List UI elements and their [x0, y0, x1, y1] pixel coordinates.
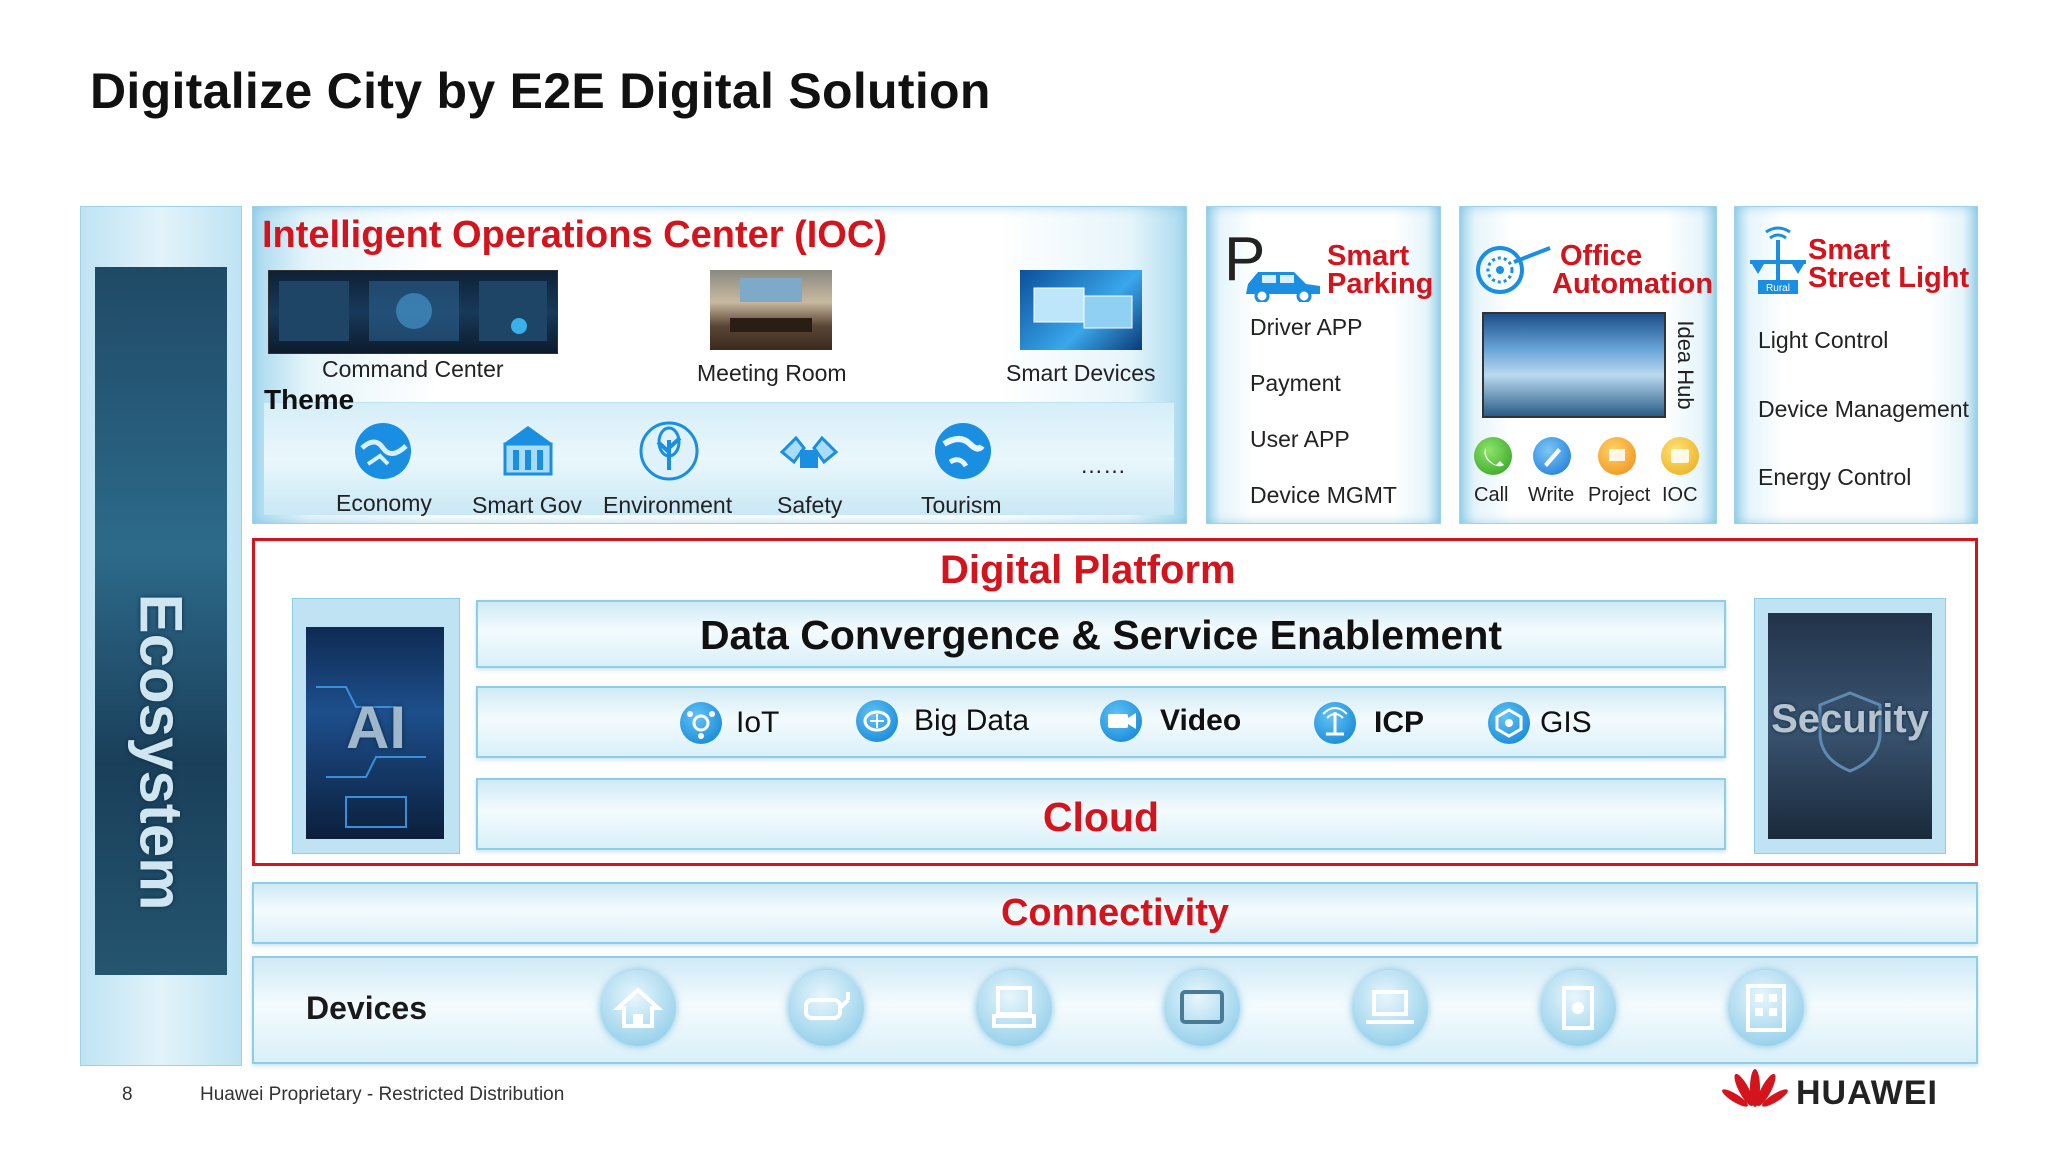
devices-bar — [252, 956, 1978, 1064]
smart-parking-panel — [1206, 206, 1441, 524]
ai-label: AI — [346, 694, 406, 761]
parking-car-icon: P — [1222, 225, 1326, 304]
security-block: Security — [1754, 598, 1946, 854]
theme-safety: Safety — [777, 492, 843, 518]
security-label: Security — [1771, 697, 1929, 741]
theme-smart-gov: Smart Gov — [472, 492, 582, 518]
economy-icon — [350, 418, 416, 484]
street-light-item-light-control: Light Control — [1758, 327, 1889, 353]
ioc-title: Intelligent Operations Center (IOC) — [262, 214, 887, 256]
app-label-call: Call — [1474, 484, 1509, 506]
smart-devices-image — [1020, 270, 1142, 350]
iot-icon — [680, 702, 722, 744]
office-automation-title-2: Automation — [1552, 268, 1714, 300]
app-label-ioc: IOC — [1662, 484, 1698, 506]
meeting-room-image — [710, 270, 832, 350]
ecosystem-label: Ecosystem — [127, 593, 195, 911]
sensor-device-icon — [1540, 970, 1616, 1046]
home-device-icon — [600, 970, 676, 1046]
parking-item-device-mgmt: Device MGMT — [1250, 482, 1397, 508]
connectivity-bar — [252, 882, 1978, 944]
parking-item-driver-app: Driver APP — [1250, 314, 1363, 340]
safety-icon — [776, 418, 842, 484]
data-convergence-label: Data Convergence & Service Enablement — [699, 612, 1503, 658]
camera-device-icon — [788, 970, 864, 1046]
theme-strip — [264, 402, 1174, 515]
big-data-icon — [856, 700, 898, 742]
office-automation-icon — [1474, 240, 1554, 296]
connectivity-label: Connectivity — [1000, 892, 1230, 934]
ai-image — [306, 627, 444, 839]
page-title: Digitalize City by E2E Digital Solution — [90, 63, 991, 119]
street-light-icon — [1744, 222, 1812, 298]
scene-label-command-center: Command Center — [322, 356, 504, 382]
smart-gov-icon — [495, 418, 561, 484]
write-app-icon — [1533, 437, 1571, 475]
tourism-icon — [930, 418, 996, 484]
ecosystem-column: Ecosystem — [80, 206, 242, 1066]
icp-icon — [1314, 702, 1356, 744]
ai-block: AI — [292, 598, 460, 854]
devices-label: Devices — [306, 990, 427, 1026]
footer-notice: Huawei Proprietary - Restricted Distribu… — [200, 1084, 565, 1105]
laptop-device-icon — [1352, 970, 1428, 1046]
idea-hub-label: Idea Hub — [1673, 320, 1698, 410]
rural-badge: Rural — [1766, 283, 1790, 294]
app-label-write: Write — [1528, 484, 1575, 506]
digital-platform-title: Digital Platform — [940, 548, 1236, 592]
ecosystem-image — [95, 267, 227, 975]
street-light-title-2: Street Light — [1808, 262, 1970, 294]
cloud-label: Cloud — [1042, 794, 1160, 840]
payment-terminal-icon — [976, 970, 1052, 1046]
theme-economy: Economy — [336, 490, 432, 516]
huawei-logo-icon — [1722, 1066, 1788, 1116]
service-icp: ICP — [1374, 706, 1425, 739]
video-icon — [1100, 700, 1142, 742]
street-light-item-device-management: Device Management — [1758, 396, 1969, 422]
data-convergence-bar — [476, 600, 1726, 668]
street-light-item-energy-control: Energy Control — [1758, 464, 1912, 490]
cloud-bar — [476, 778, 1726, 850]
ioc-app-icon — [1661, 437, 1699, 475]
parking-item-payment: Payment — [1250, 370, 1341, 396]
call-app-icon — [1474, 437, 1512, 475]
theme-more: …… — [1080, 452, 1126, 478]
service-gis: GIS — [1540, 706, 1592, 739]
project-app-icon — [1598, 437, 1636, 475]
command-center-image — [268, 270, 558, 354]
theme-environment: Environment — [603, 492, 733, 518]
smart-parking-title-2: Parking — [1327, 268, 1434, 300]
parking-item-user-app: User APP — [1250, 426, 1350, 452]
service-video: Video — [1160, 704, 1242, 737]
page-number: 8 — [122, 1084, 133, 1105]
smart-street-light-panel — [1734, 206, 1978, 524]
app-label-project: Project — [1588, 484, 1651, 506]
huawei-wordmark: HUAWEI — [1796, 1074, 1938, 1112]
service-big-data: Big Data — [914, 704, 1030, 737]
tablet-device-icon — [1164, 970, 1240, 1046]
gis-icon — [1488, 702, 1530, 744]
smart-parking-title-1: Smart — [1327, 240, 1410, 272]
idea-hub-screen — [1482, 312, 1666, 418]
theme-label: Theme — [264, 384, 355, 415]
building-device-icon — [1728, 970, 1804, 1046]
service-iot: IoT — [736, 706, 780, 739]
command-center-screen — [279, 281, 547, 341]
scene-label-smart-devices: Smart Devices — [1006, 360, 1156, 386]
security-image — [1768, 613, 1932, 839]
scene-label-meeting-room: Meeting Room — [697, 360, 847, 386]
office-automation-title-1: Office — [1560, 240, 1643, 272]
environment-icon — [636, 418, 702, 484]
street-light-title-1: Smart — [1808, 234, 1891, 266]
theme-tourism: Tourism — [921, 492, 1002, 518]
